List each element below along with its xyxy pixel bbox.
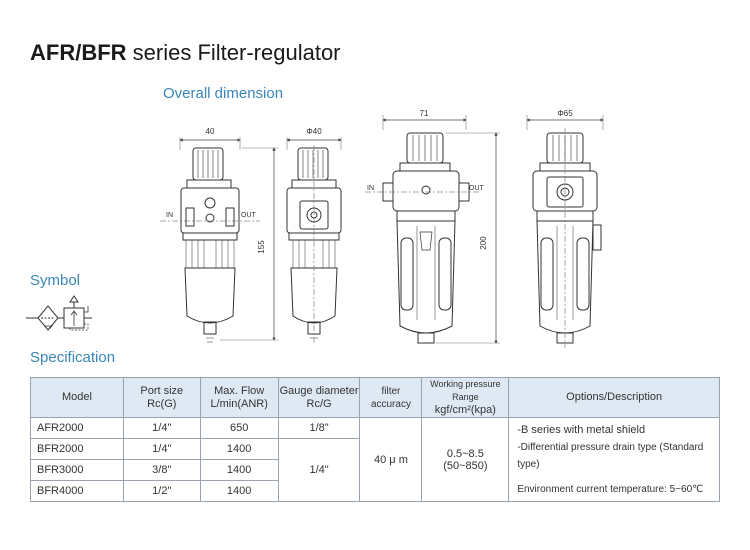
cell-flow: 1400 (199, 480, 279, 502)
title-rest: series Filter-regulator (126, 40, 341, 65)
cell-flow: 1400 (199, 438, 279, 460)
afr-front-in-label: IN (166, 212, 173, 219)
cell-model: BFR3000 (30, 459, 124, 481)
afr-side-diameter-label: Φ40 (306, 127, 322, 136)
afr-side-drawing (286, 137, 342, 345)
afr-front-drawing (160, 137, 278, 343)
page-title: AFR/BFR series Filter-regulator (30, 40, 341, 66)
cell-filter-accuracy: 40 μ m (359, 417, 423, 502)
cell-model: BFR4000 (30, 480, 124, 502)
option-line-2: -Differential pressure drain type (Stand… (517, 441, 704, 470)
table-row: AFR2000 1/4" 650 1/8" 40 μ m 0.5~8.5(50~… (30, 417, 720, 502)
header-model: Model (30, 377, 124, 418)
cell-flow: 650 (199, 417, 279, 439)
header-options: Options/Description (508, 377, 720, 418)
cell-flow: 1400 (199, 459, 279, 481)
bfr-front-width-label: 71 (420, 109, 429, 118)
afr-front-width-label: 40 (206, 127, 215, 136)
section-overall-dimension: Overall dimension (163, 85, 284, 102)
bfr-side-drawing (526, 115, 604, 348)
cell-gauge-shared: 1/4" (277, 438, 361, 502)
section-specification: Specification (30, 349, 116, 366)
header-filter-accuracy: filter accuracy (359, 377, 423, 418)
cell-model: BFR2000 (30, 438, 124, 460)
cell-working-pressure: 0.5~8.5(50~850) (421, 417, 510, 502)
cell-port: 1/4" (122, 438, 201, 460)
section-symbol: Symbol (30, 272, 81, 289)
afr-front-out-label: OUT (241, 212, 257, 219)
table-row: BFR3000 3/8" 1400 (30, 459, 720, 481)
bfr-front-out-label: OUT (469, 185, 485, 192)
bfr-side-diameter-label: Φ65 (557, 109, 573, 118)
cell-port: 1/4" (122, 417, 201, 439)
filter-regulator-symbol (26, 295, 92, 331)
bfr-front-drawing (365, 115, 500, 344)
cell-port: 1/2" (122, 480, 201, 502)
cell-port: 3/8" (122, 459, 201, 481)
afr-front-height-label: 155 (257, 240, 266, 254)
option-line-1: -B series with metal shield (517, 423, 646, 436)
title-bold: AFR/BFR (30, 40, 127, 65)
option-line-3: Environment current temperature: 5~60℃ (517, 483, 704, 495)
cell-gauge: 1/8" (277, 417, 361, 439)
cell-options: -B series with metal shield -Differentia… (508, 417, 720, 502)
cell-model: AFR2000 (30, 417, 124, 439)
table-row: BFR2000 1/4" 1400 1/4" (30, 438, 720, 502)
bfr-front-in-label: IN (367, 185, 374, 192)
table-row: BFR4000 1/2" 1400 (30, 480, 720, 502)
dimension-drawings: 40 155 IN OUT Φ40 (26, 109, 604, 348)
bfr-front-height-label: 200 (479, 236, 488, 250)
